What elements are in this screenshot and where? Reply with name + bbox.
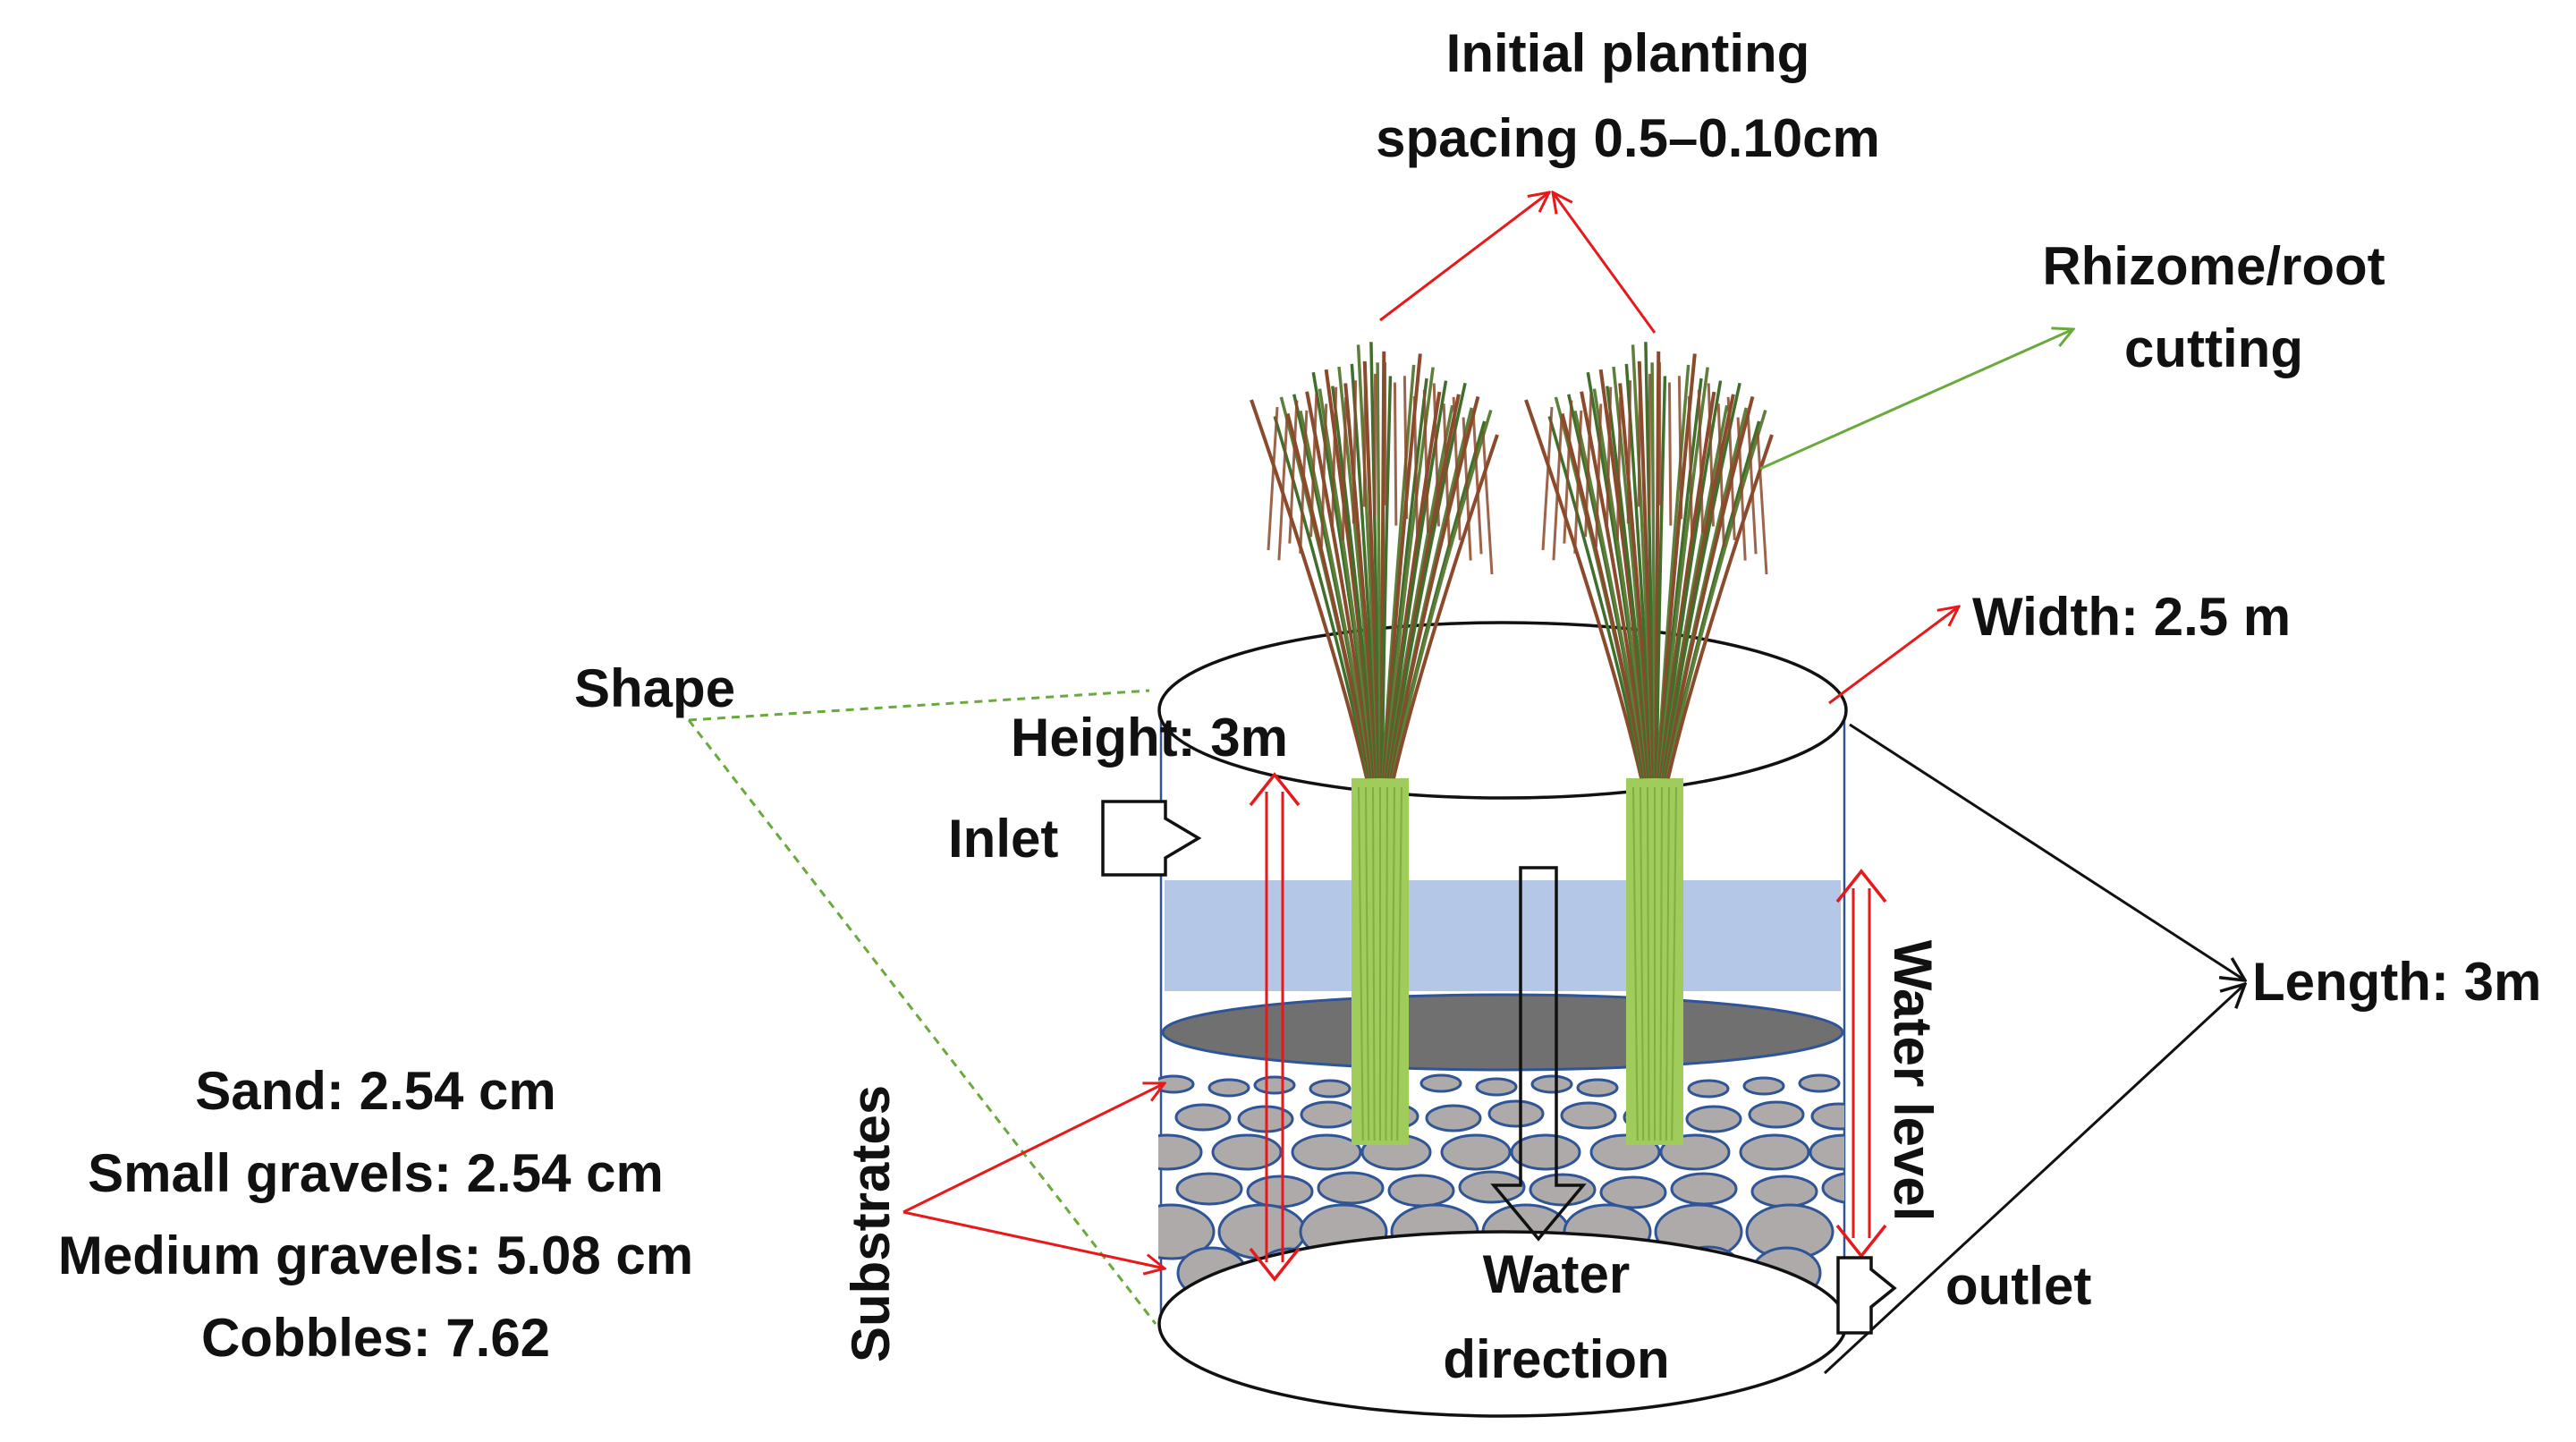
pebble-layer [1158, 1073, 1844, 1302]
pebble [1809, 1133, 1844, 1171]
pebble [1387, 1174, 1455, 1208]
pebble [1246, 1175, 1314, 1209]
reed-plant-icon [1250, 342, 1499, 1145]
water-direction-label-line2: direction [1443, 1329, 1669, 1389]
pebble [1798, 1073, 1841, 1093]
pebble [1211, 1133, 1283, 1171]
planting-label-line1: Initial planting [1446, 23, 1810, 83]
pebble [1529, 1173, 1597, 1207]
substrate-top-layer [1161, 993, 1844, 1072]
height-double-arrow [1249, 772, 1301, 1282]
substrate-size-cobbles: Cobbles: 7.62 [201, 1308, 550, 1368]
pebble [1425, 1104, 1482, 1132]
substrate-size-list: Sand: 2.54 cm Small gravels: 2.54 cm Med… [58, 1061, 693, 1368]
pebble [1670, 1172, 1738, 1206]
pebble [1175, 1172, 1243, 1206]
pebble [1510, 1133, 1581, 1171]
pebble [1530, 1074, 1573, 1094]
pebble [1748, 1100, 1805, 1129]
pebble [1440, 1133, 1512, 1171]
pebble [1158, 1133, 1203, 1171]
pebble [1291, 1133, 1362, 1171]
pebble [1487, 1099, 1545, 1128]
pebble [1475, 1077, 1518, 1097]
water-direction-label-line1: Water [1483, 1244, 1630, 1304]
water-level-label: Water level [1883, 940, 1943, 1222]
planting-spacing-arrows [1379, 192, 1657, 334]
inlet-label: Inlet [948, 809, 1058, 869]
pebble [1560, 1101, 1617, 1130]
pebble [1599, 1175, 1667, 1209]
pebble [1810, 1102, 1844, 1131]
shape-guides [687, 689, 1157, 1325]
rhizome-label-line1: Rhizome/root [2042, 236, 2385, 296]
pebble [1576, 1078, 1619, 1098]
length-arrows [1823, 723, 2245, 1375]
height-label: Height: 3m [1011, 708, 1288, 768]
shape-label: Shape [574, 658, 735, 718]
substrates-arrows [902, 1083, 1165, 1268]
water-band [1165, 880, 1841, 991]
planting-label-line2: spacing 0.5–0.10cm [1376, 108, 1880, 168]
pebble [1419, 1073, 1462, 1093]
substrate-size-medium-gravels: Medium gravels: 5.08 cm [58, 1226, 693, 1285]
water-direction-arrow-icon [1490, 866, 1587, 1242]
substrate-size-small-gravels: Small gravels: 2.54 cm [88, 1143, 664, 1203]
pebble [1309, 1079, 1352, 1098]
outlet-arrow-icon [1836, 1256, 1897, 1335]
pebble [1174, 1103, 1232, 1132]
pebble [1158, 1203, 1216, 1260]
rhizome-label-line2: cutting [2124, 318, 2303, 378]
substrates-label: Substrates [841, 1085, 901, 1362]
pebble [1821, 1171, 1844, 1205]
pebble [1300, 1100, 1357, 1129]
width-label: Width: 2.5 m [1972, 587, 2291, 647]
pebble [1317, 1171, 1385, 1205]
pebble [1739, 1133, 1810, 1171]
pebble [1253, 1075, 1296, 1095]
pebble [1750, 1175, 1818, 1209]
water-level-double-arrow [1835, 869, 1887, 1259]
outlet-label: outlet [1945, 1256, 2091, 1316]
rhizome-arrow [1759, 329, 2073, 471]
width-arrow [1828, 606, 1959, 705]
pebble [1742, 1076, 1785, 1096]
pebble [1687, 1079, 1730, 1098]
pebble [1458, 1170, 1526, 1204]
substrate-size-sand: Sand: 2.54 cm [195, 1061, 556, 1121]
pebble [1685, 1105, 1742, 1133]
reed-plant-icon [1524, 342, 1774, 1145]
pebble [1208, 1078, 1250, 1098]
inlet-arrow-icon [1101, 800, 1202, 877]
length-label: Length: 3m [2252, 952, 2541, 1012]
